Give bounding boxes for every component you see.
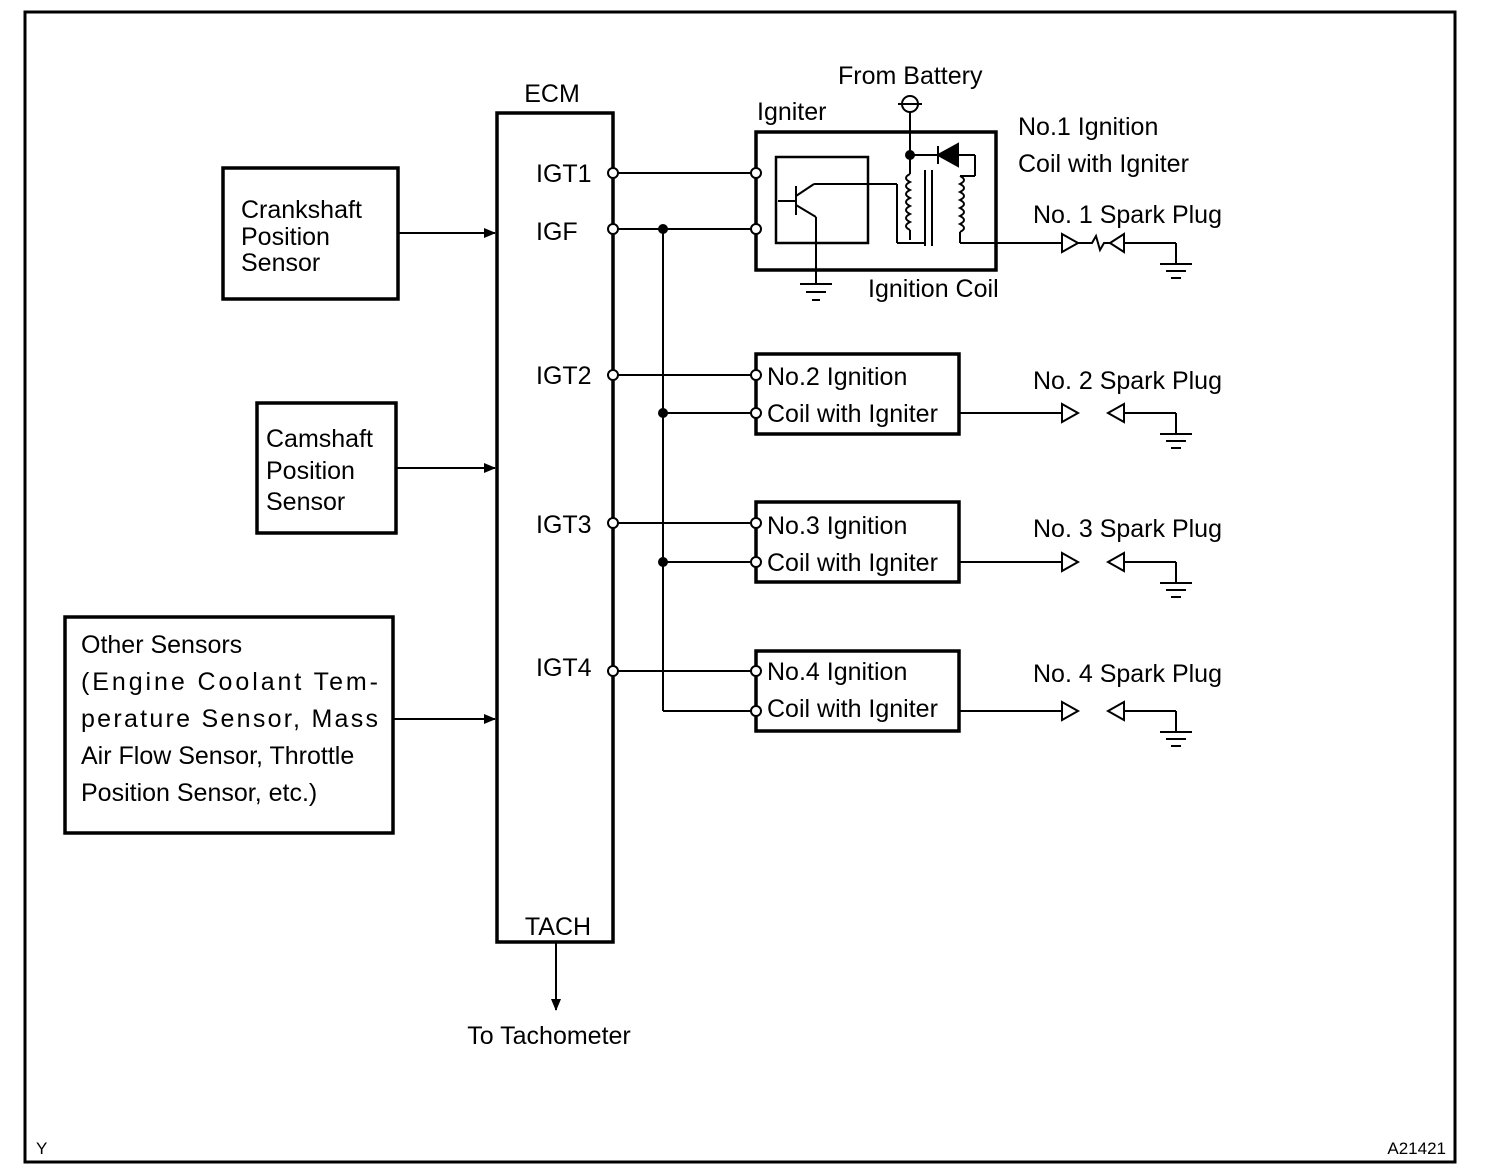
spark-plug-1-label: No. 1 Spark Plug	[1033, 201, 1222, 229]
ecm-block: ECM IGT1 IGF IGT2 IGT3 IGT4 TACH	[495, 80, 615, 944]
spark-plug-4-icon	[1061, 700, 1192, 747]
diode-icon	[910, 142, 976, 176]
other-sensors-line-3: perature Sensor, Mass	[81, 705, 378, 733]
ecm-pin-igf: IGF	[536, 218, 578, 246]
diagram-frame	[23, 10, 1457, 1164]
coil-1-assembly: Igniter From Battery No.1 Ignition Coil …	[750, 62, 1222, 303]
other-sensors-box: Other Sensors (Engine Coolant Tem- perat…	[63, 615, 496, 835]
spark-plug-3-icon	[1061, 551, 1192, 598]
other-sensors-line-1: Other Sensors	[81, 631, 242, 659]
spark-plug-2-icon	[1061, 402, 1192, 449]
coil-2-title-line-1: No.2 Ignition	[767, 363, 907, 391]
ecm-pin-tach: TACH	[525, 913, 591, 941]
camshaft-sensor-line-2: Position	[266, 457, 355, 485]
tach-output: To Tachometer	[467, 942, 631, 1050]
coil-3-title-line-2: Coil with Igniter	[767, 549, 938, 577]
coil-3-title-line-1: No.3 Ignition	[767, 512, 907, 540]
ecm-terminals	[607, 167, 619, 677]
ecm-pin-igt4: IGT4	[536, 654, 592, 682]
crankshaft-sensor-line-2: Position	[241, 223, 330, 251]
spark-plug-4-label: No. 4 Spark Plug	[1033, 660, 1222, 688]
spark-plug-1-icon	[1061, 232, 1192, 279]
spark-plug-2-label: No. 2 Spark Plug	[1033, 367, 1222, 395]
camshaft-sensor-line-3: Sensor	[266, 488, 345, 516]
other-sensors-line-5: Position Sensor, etc.)	[81, 779, 317, 807]
ground-icon	[800, 283, 832, 301]
coil-2-assembly: No.2 Ignition Coil with Igniter No. 2 Sp…	[750, 352, 1222, 449]
from-battery-label: From Battery	[838, 62, 983, 90]
coil-1-title-line-1: No.1 Ignition	[1018, 113, 1158, 141]
ignition-coil-label: Ignition Coil	[868, 275, 999, 303]
coil-4-title-line-2: Coil with Igniter	[767, 695, 938, 723]
crankshaft-sensor-line-3: Sensor	[241, 249, 320, 277]
coil-1-title-line-2: Coil with Igniter	[1018, 150, 1189, 178]
ecm-pin-igt2: IGT2	[536, 362, 592, 390]
footer-left-code: Y	[36, 1139, 47, 1158]
coil-3-assembly: No.3 Ignition Coil with Igniter No. 3 Sp…	[750, 500, 1222, 598]
other-sensors-line-4: Air Flow Sensor, Throttle	[81, 742, 354, 770]
coil-2-title-line-2: Coil with Igniter	[767, 400, 938, 428]
camshaft-sensor-line-1: Camshaft	[266, 425, 373, 453]
spark-plug-3-label: No. 3 Spark Plug	[1033, 515, 1222, 543]
coil-4-assembly: No.4 Ignition Coil with Igniter No. 4 Sp…	[750, 649, 1222, 747]
crankshaft-sensor-line-1: Crankshaft	[241, 196, 362, 224]
ecm-pin-igt1: IGT1	[536, 160, 592, 188]
igf-bus	[613, 224, 755, 712]
ignition-coil-icon	[896, 155, 975, 246]
igniter-label: Igniter	[757, 98, 826, 126]
coil-4-title-line-1: No.4 Ignition	[767, 658, 907, 686]
ecm-pin-igt3: IGT3	[536, 511, 592, 539]
footer-right-code: A21421	[1387, 1139, 1446, 1158]
tachometer-label: To Tachometer	[467, 1022, 631, 1050]
ecm-title: ECM	[524, 80, 580, 108]
camshaft-sensor-box: Camshaft Position Sensor	[255, 401, 496, 535]
transistor-icon	[778, 183, 897, 284]
other-sensors-line-2: (Engine Coolant Tem-	[81, 668, 378, 696]
crankshaft-sensor-box: Crankshaft Position Sensor	[221, 166, 496, 301]
